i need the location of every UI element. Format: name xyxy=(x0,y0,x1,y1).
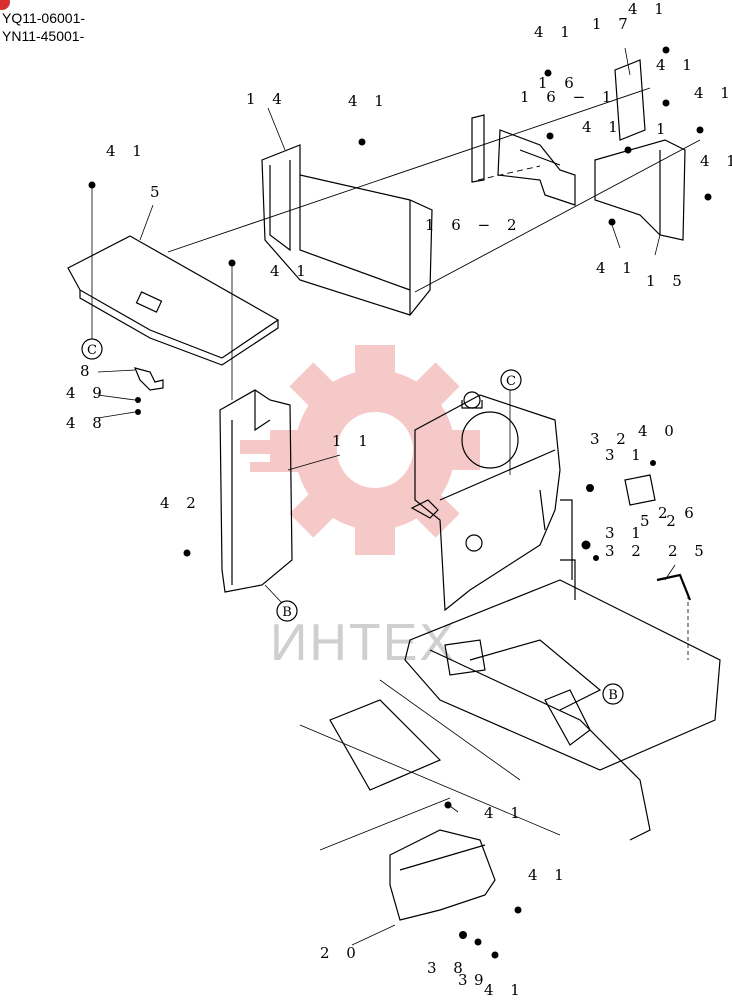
watermark-gear-icon xyxy=(240,345,480,555)
callout-label: 9 xyxy=(474,971,490,989)
callout-label: 1 5 xyxy=(646,272,688,290)
part-11-panel xyxy=(219,389,293,593)
corner-badge xyxy=(0,0,10,10)
reference-marker-b-frame: B xyxy=(602,683,624,705)
callout-label: 1 6 xyxy=(538,74,580,92)
callout-label: 3 1 xyxy=(605,446,647,464)
callout-leaders xyxy=(97,47,676,946)
callout-label: 4 1 xyxy=(270,262,312,280)
part-15-bracket xyxy=(594,139,686,241)
callout-label: 4 1 xyxy=(656,56,698,74)
reference-marker-c-top: C xyxy=(81,338,103,360)
callout-label: 4 0 xyxy=(638,422,680,440)
part-8-clip xyxy=(133,367,164,391)
part-16-2-post xyxy=(471,114,485,183)
callout-label: 4 1 xyxy=(484,981,526,999)
lower-guard xyxy=(329,699,442,791)
callout-label: 3 1 xyxy=(605,524,647,542)
callout-label: 1 6 − 1 xyxy=(520,88,618,106)
callout-label: 1 4 xyxy=(246,90,288,108)
part-17-plate xyxy=(614,59,646,141)
callout-label: 4 9 xyxy=(66,384,108,402)
callout-label: 3 8 xyxy=(427,959,469,977)
callout-label: 4 1 xyxy=(106,142,148,160)
callout-label: 2 0 xyxy=(320,944,362,962)
callout-label: 4 8 xyxy=(66,414,108,432)
callout-label: 4 1 xyxy=(528,866,570,884)
part-25-rod xyxy=(656,573,692,601)
part-26-clip xyxy=(624,474,656,506)
reference-marker-b-panel: B xyxy=(276,600,298,622)
marker-letter: B xyxy=(282,605,292,620)
callout-label: 3 2 xyxy=(590,430,632,448)
watermark-text: ИНТЕХ xyxy=(270,614,456,672)
callout-label: 1 xyxy=(656,120,672,138)
marker-letter: B xyxy=(608,688,618,703)
callout-label: 5 xyxy=(150,183,166,201)
reference-marker-c-bottom: C xyxy=(500,369,522,391)
part-14-bracket xyxy=(261,144,433,316)
callout-label: 4 1 xyxy=(582,118,624,136)
callout-label: 4 1 xyxy=(596,259,638,277)
callout-label: 3 2 xyxy=(605,542,647,560)
callout-label: 4 2 xyxy=(160,494,202,512)
callout-label: 2 5 xyxy=(668,542,710,560)
callout-label: 8 xyxy=(80,362,96,380)
main-frame-body xyxy=(404,391,721,841)
marker-letter: C xyxy=(506,374,516,389)
callout-label: 5 2 xyxy=(640,512,682,530)
bolt-markers xyxy=(88,46,712,959)
callout-label: 1 7 xyxy=(592,15,634,33)
serial-range-1: YQ11-06001- xyxy=(2,10,86,26)
serial-range-2: YN11-45001- xyxy=(2,28,85,44)
callout-label: 1 6 − 2 xyxy=(425,216,523,234)
callout-label: 4 1 xyxy=(628,0,670,18)
callout-label: 3 xyxy=(458,971,474,989)
part-20-cover xyxy=(389,829,496,921)
callout-label: 4 1 xyxy=(348,92,390,110)
callout-label: 4 1 xyxy=(694,84,732,102)
callout-label: 4 1 xyxy=(700,152,732,170)
callout-label: 2 6 xyxy=(658,504,700,522)
marker-letter: C xyxy=(87,343,97,358)
part-16-bracket xyxy=(497,129,576,206)
part-5-plate xyxy=(67,235,280,366)
callout-label: 1 1 xyxy=(332,432,374,450)
callout-label: 4 1 xyxy=(534,23,576,41)
callout-label: 4 1 xyxy=(484,804,526,822)
